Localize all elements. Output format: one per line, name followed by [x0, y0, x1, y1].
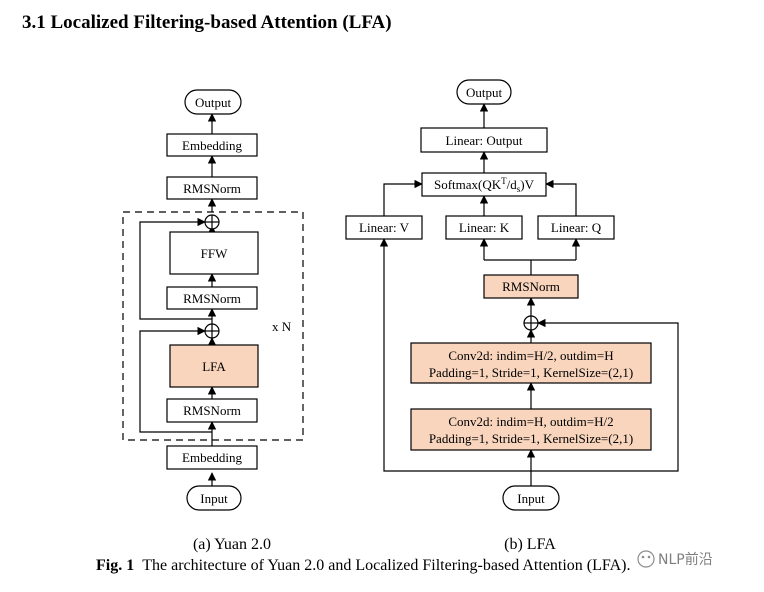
linear-k-label: Linear: K [459, 220, 510, 235]
subcaption-a: (a) Yuan 2.0 [193, 536, 271, 553]
output-node-a [184, 89, 242, 115]
input-node-b [502, 485, 560, 511]
ffw-box [169, 231, 259, 275]
embedding-bottom-box [166, 445, 258, 470]
linear-v-box [345, 215, 423, 240]
input-label-a: Input [200, 491, 228, 506]
watermark-text: NLP前沿 [658, 551, 713, 568]
repeat-block-outline [122, 211, 304, 441]
rmsnorm-mid-box [166, 286, 258, 310]
embedding-bottom-label: Embedding [182, 450, 242, 465]
diagram-yuan2 [122, 89, 304, 511]
softmax-label: Softmax(QKT/ds)V [434, 176, 535, 194]
rmsnorm-top-box [166, 176, 258, 200]
linear-k-box [445, 215, 523, 240]
ffw-label: FFW [201, 246, 228, 261]
figure-caption-text: The architecture of Yuan 2.0 and Localiz… [142, 557, 630, 574]
subcaption-b: (b) LFA [504, 536, 556, 553]
lfa-label: LFA [202, 359, 226, 374]
diagram-lfa-labels: Output Linear: Output Softmax(QKT/ds)V L… [359, 85, 633, 553]
figure-caption-label: Fig. 1 [96, 557, 134, 574]
figure-caption: Fig. 1 The architecture of Yuan 2.0 and L… [96, 557, 631, 574]
conv-top-box [410, 342, 652, 384]
conv-top-line1: Conv2d: indim=H/2, outdim=H [448, 348, 613, 363]
watermark: NLP前沿 [637, 550, 713, 568]
lfa-box [169, 344, 259, 388]
conv-top-line2: Padding=1, Stride=1, KernelSize=(2,1) [429, 365, 633, 380]
section-heading: 3.1 Localized Filtering-based Attention … [22, 12, 392, 33]
input-node-a [186, 485, 242, 511]
linear-v-label: Linear: V [359, 220, 410, 235]
diagram-yuan2-labels: Output Embedding RMSNorm FFW RMSNorm LFA… [182, 95, 292, 553]
repeat-count-label: x N [272, 319, 292, 334]
embedding-top-label: Embedding [182, 138, 242, 153]
conv-bottom-line1: Conv2d: indim=H, outdim=H/2 [448, 414, 613, 429]
input-label-b: Input [517, 491, 545, 506]
conv-bottom-box [410, 408, 652, 451]
linear-output-label: Linear: Output [446, 133, 523, 148]
output-label-a: Output [195, 95, 232, 110]
rmsnorm-mid-label: RMSNorm [183, 291, 241, 306]
output-node-b [456, 79, 512, 105]
rmsnorm-lfa-box [483, 274, 579, 299]
rmsnorm-top-label: RMSNorm [183, 181, 241, 196]
rmsnorm-lfa-label: RMSNorm [502, 279, 560, 294]
linear-q-box [537, 215, 615, 240]
rmsnorm-low-label: RMSNorm [183, 403, 241, 418]
softmax-box [421, 172, 547, 197]
conv-bottom-line2: Padding=1, Stride=1, KernelSize=(2,1) [429, 431, 633, 446]
output-label-b: Output [466, 85, 503, 100]
rmsnorm-low-box [166, 398, 258, 423]
diagram-lfa [345, 79, 679, 511]
linear-output-box [420, 127, 548, 153]
embedding-top-box [166, 133, 258, 157]
linear-q-label: Linear: Q [551, 220, 602, 235]
